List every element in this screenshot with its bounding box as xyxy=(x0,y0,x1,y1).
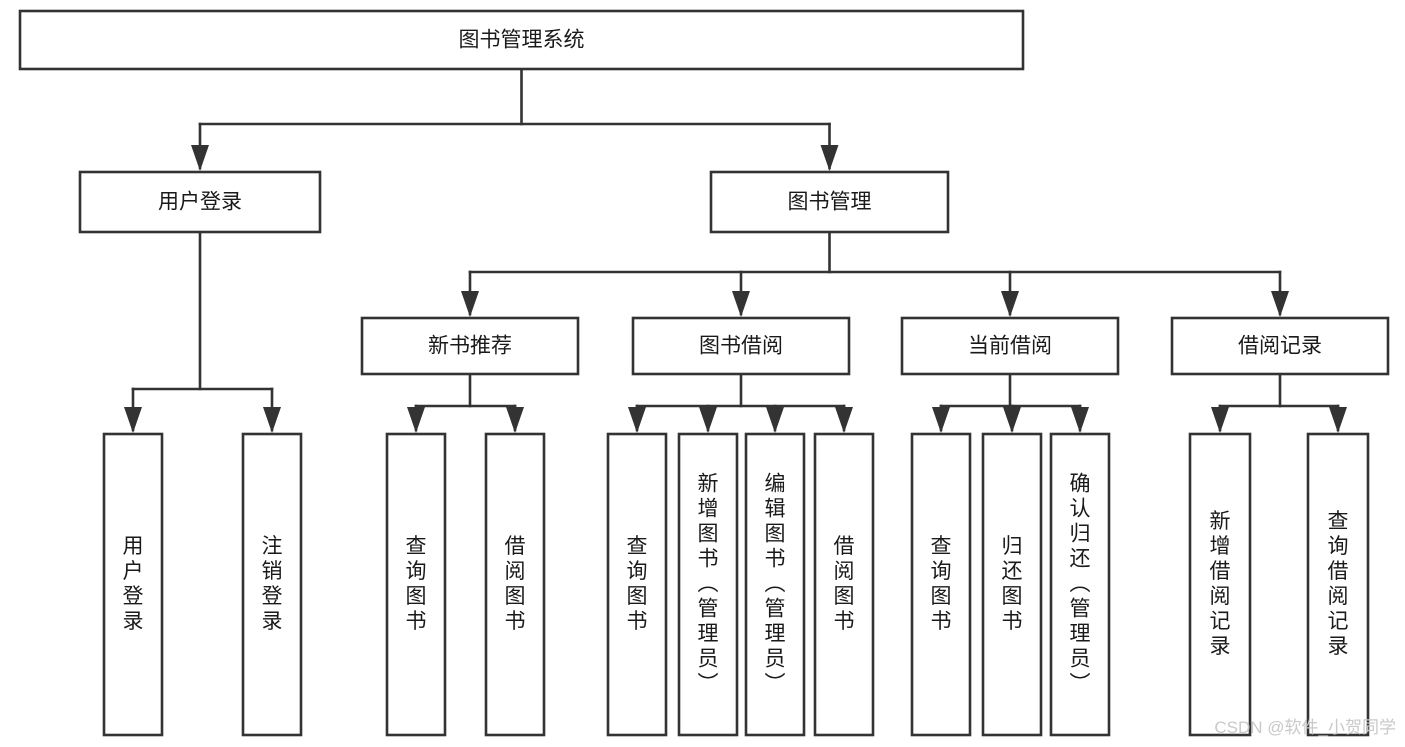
node-label-用户登录: 用户登录 xyxy=(158,191,242,214)
node-box-图书管理 xyxy=(709,170,950,234)
node-box-查询图书 xyxy=(606,432,668,737)
arrow-head-icon-查询图书 xyxy=(407,407,425,433)
node-查询图书[interactable]: 查询图书 xyxy=(910,432,972,737)
node-box-新增图书管理员 xyxy=(677,432,739,737)
arrow-head-icon-新书推荐 xyxy=(461,291,479,317)
node-box-图书管理系统 xyxy=(18,9,1025,71)
node-图书管理[interactable]: 图书管理 xyxy=(709,170,950,234)
node-新增图书管理员[interactable]: 新增图书︵管理员︶ xyxy=(677,432,739,737)
node-label-图书借阅: 图书借阅 xyxy=(699,335,783,358)
node-box-当前借阅 xyxy=(900,316,1120,376)
arrow-head-icon-新增借阅记录 xyxy=(1211,407,1229,433)
node-box-用户登录 xyxy=(102,432,164,737)
node-借阅记录[interactable]: 借阅记录 xyxy=(1170,316,1390,376)
node-查询图书[interactable]: 查询图书 xyxy=(606,432,668,737)
node-查询借阅记录[interactable]: 查询借阅记录 xyxy=(1306,432,1370,737)
arrow-head-icon-归还图书 xyxy=(1003,407,1021,433)
node-box-归还图书 xyxy=(981,432,1043,737)
node-注销登录[interactable]: 注销登录 xyxy=(241,432,303,737)
node-图书管理系统[interactable]: 图书管理系统 xyxy=(18,9,1025,71)
node-box-查询借阅记录 xyxy=(1306,432,1370,737)
connector-layer xyxy=(124,67,1347,433)
node-box-新增借阅记录 xyxy=(1188,432,1252,737)
arrow-head-icon-查询图书 xyxy=(628,407,646,433)
node-box-新书推荐 xyxy=(360,316,580,376)
node-box-查询图书 xyxy=(385,432,447,737)
arrow-head-icon-注销登录 xyxy=(263,407,281,433)
node-用户登录[interactable]: 用户登录 xyxy=(78,170,322,234)
node-label-借阅记录: 借阅记录 xyxy=(1238,335,1322,358)
node-归还图书[interactable]: 归还图书 xyxy=(981,432,1043,737)
arrow-head-icon-编辑图书管理员 xyxy=(766,407,784,433)
node-box-确认归还管理员 xyxy=(1049,432,1111,737)
node-图书借阅[interactable]: 图书借阅 xyxy=(631,316,851,376)
node-label-借阅图书: 借阅图书 xyxy=(834,535,855,633)
arrow-head-icon-图书管理 xyxy=(820,145,839,171)
node-label-确认归还管理员: 确认归还︵管理员︶ xyxy=(1070,472,1091,695)
arrow-head-icon-当前借阅 xyxy=(1001,291,1019,317)
node-借阅图书[interactable]: 借阅图书 xyxy=(813,432,875,737)
node-label-查询图书: 查询图书 xyxy=(406,535,427,633)
node-用户登录[interactable]: 用户登录 xyxy=(102,432,164,737)
arrow-head-icon-借阅图书 xyxy=(835,407,853,433)
node-layer: 图书管理系统用户登录用户登录注销登录图书管理新书推荐查询图书借阅图书图书借阅查询… xyxy=(18,9,1390,737)
node-借阅图书[interactable]: 借阅图书 xyxy=(484,432,546,737)
node-box-注销登录 xyxy=(241,432,303,737)
node-box-借阅记录 xyxy=(1170,316,1390,376)
arrow-head-icon-查询借阅记录 xyxy=(1329,407,1347,433)
node-label-查询图书: 查询图书 xyxy=(931,535,952,633)
node-查询图书[interactable]: 查询图书 xyxy=(385,432,447,737)
node-当前借阅[interactable]: 当前借阅 xyxy=(900,316,1120,376)
node-label-借阅图书: 借阅图书 xyxy=(505,535,526,633)
node-box-借阅图书 xyxy=(484,432,546,737)
arrow-head-icon-用户登录 xyxy=(191,145,209,171)
node-label-注销登录: 注销登录 xyxy=(262,535,283,633)
node-label-用户登录: 用户登录 xyxy=(123,535,144,633)
node-label-当前借阅: 当前借阅 xyxy=(968,335,1052,358)
node-label-查询图书: 查询图书 xyxy=(627,535,648,633)
node-box-图书借阅 xyxy=(631,316,851,376)
node-label-编辑图书管理员: 编辑图书︵管理员︶ xyxy=(765,472,786,695)
node-新书推荐[interactable]: 新书推荐 xyxy=(360,316,580,376)
arrow-head-icon-确认归还管理员 xyxy=(1071,407,1089,433)
node-label-查询借阅记录: 查询借阅记录 xyxy=(1328,510,1349,658)
arrow-head-icon-借阅记录 xyxy=(1271,291,1289,317)
node-box-查询图书 xyxy=(910,432,972,737)
node-label-图书管理系统: 图书管理系统 xyxy=(459,29,585,52)
node-box-编辑图书管理员 xyxy=(744,432,806,737)
node-确认归还管理员[interactable]: 确认归还︵管理员︶ xyxy=(1049,432,1111,737)
arrow-head-icon-查询图书 xyxy=(932,407,950,433)
node-label-新增借阅记录: 新增借阅记录 xyxy=(1210,510,1231,658)
arrow-head-icon-新增图书管理员 xyxy=(699,407,717,433)
node-编辑图书管理员[interactable]: 编辑图书︵管理员︶ xyxy=(744,432,806,737)
node-box-用户登录 xyxy=(78,170,322,234)
arrow-head-icon-图书借阅 xyxy=(732,291,750,317)
node-新增借阅记录[interactable]: 新增借阅记录 xyxy=(1188,432,1252,737)
node-label-图书管理: 图书管理 xyxy=(788,191,872,214)
arrow-head-icon-用户登录 xyxy=(124,407,142,433)
node-box-借阅图书 xyxy=(813,432,875,737)
node-label-新增图书管理员: 新增图书︵管理员︶ xyxy=(698,472,719,695)
node-label-新书推荐: 新书推荐 xyxy=(428,335,512,358)
node-label-归还图书: 归还图书 xyxy=(1002,535,1023,633)
arrow-head-icon-借阅图书 xyxy=(506,407,524,433)
csdn-watermark: CSDN @软件_小贺同学 xyxy=(1214,718,1396,737)
